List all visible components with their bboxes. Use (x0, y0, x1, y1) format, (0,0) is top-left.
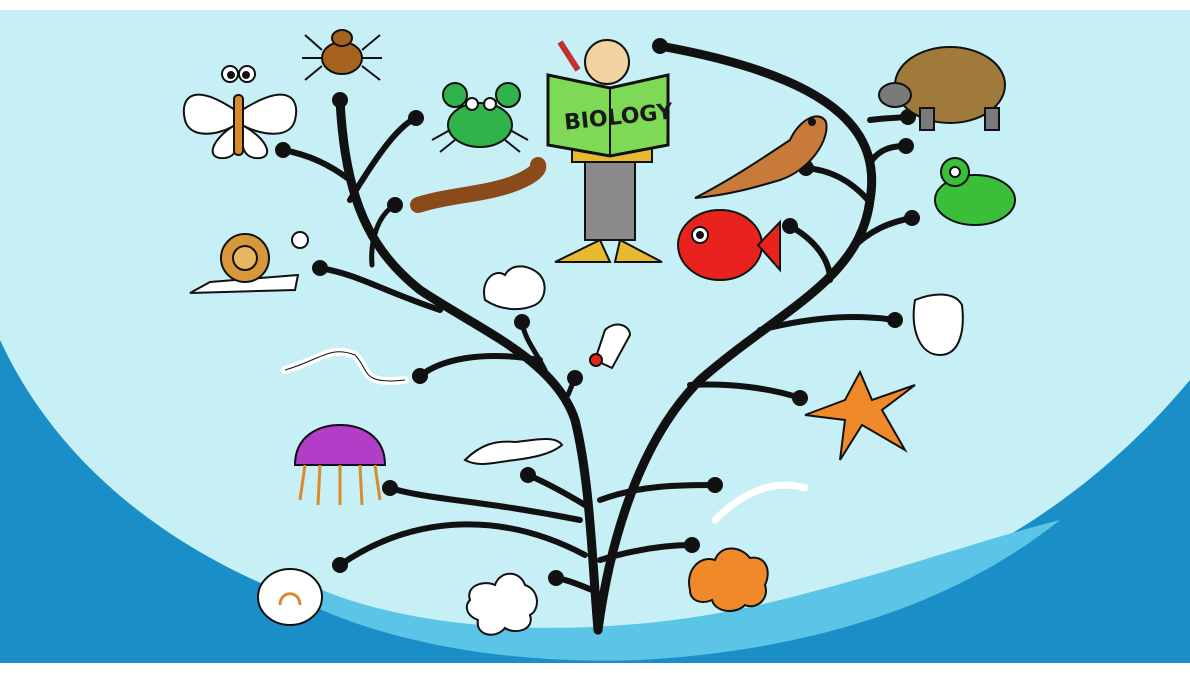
rotifer-icon (258, 569, 322, 625)
sponge-icon (914, 295, 963, 355)
